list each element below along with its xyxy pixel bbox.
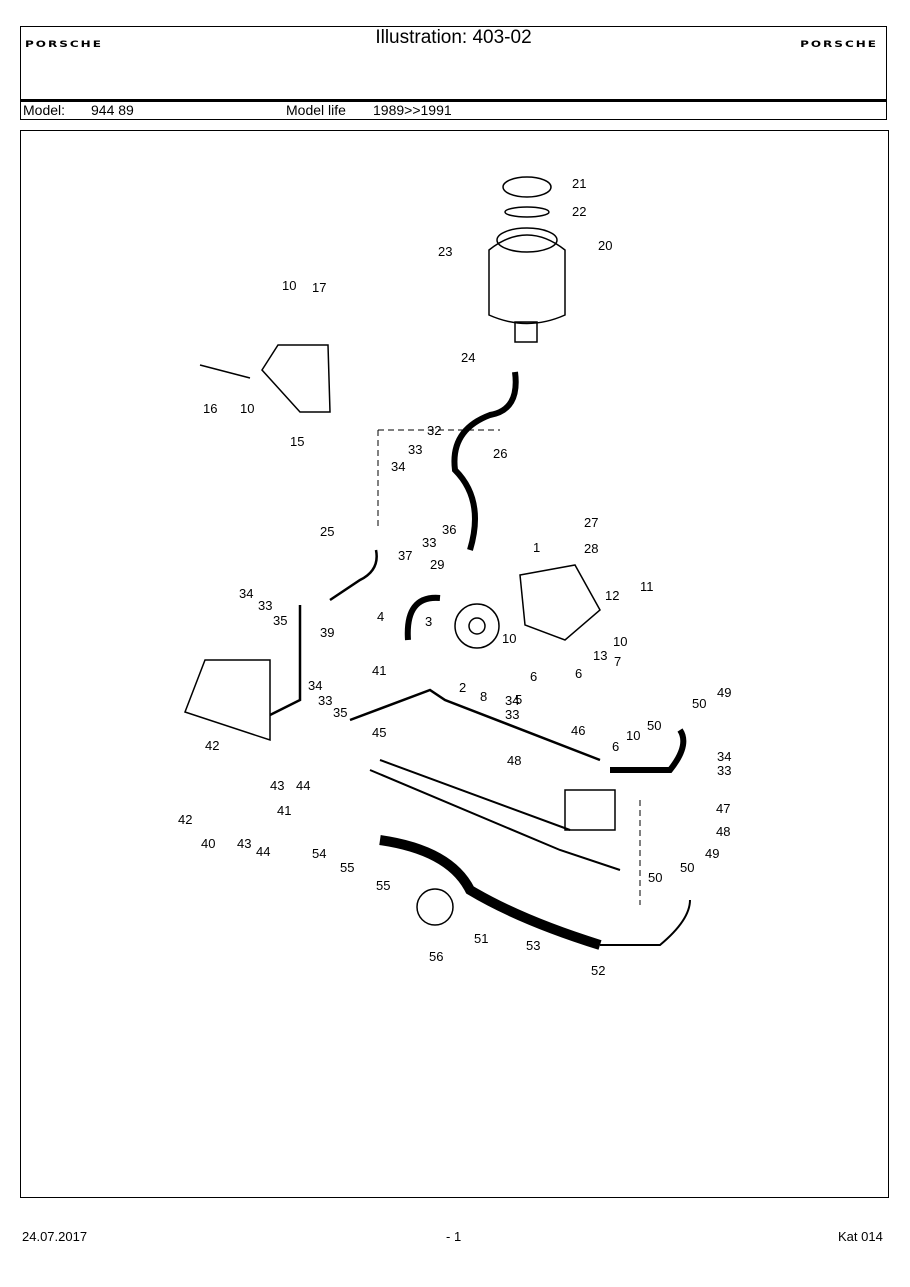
- callout-33: 33: [318, 693, 332, 708]
- callout-24: 24: [461, 350, 475, 365]
- callout-32: 32: [427, 423, 441, 438]
- diagram-linework: [184, 176, 691, 950]
- callout-56: 56: [429, 949, 443, 964]
- callout-49: 49: [717, 685, 731, 700]
- callout-10: 10: [613, 634, 627, 649]
- callout-17: 17: [312, 280, 326, 295]
- callout-34: 34: [717, 749, 731, 764]
- callout-5: 5: [515, 692, 522, 707]
- callout-27: 27: [584, 515, 598, 530]
- footer-date: 24.07.2017: [22, 1229, 88, 1244]
- callout-34: 34: [308, 678, 322, 693]
- callout-50: 50: [692, 696, 706, 711]
- callout-42: 42: [178, 812, 192, 827]
- model-label: Model:: [23, 102, 66, 118]
- callout-46: 46: [571, 723, 585, 738]
- callout-6: 6: [612, 739, 619, 754]
- callout-43: 43: [237, 836, 251, 851]
- header-box: PORSCHE Illustration: 403-02 PORSCHE Mod…: [20, 26, 887, 120]
- callout-23: 23: [438, 244, 452, 259]
- callout-33: 33: [422, 535, 436, 550]
- callout-34: 34: [505, 693, 519, 708]
- callout-21: 21: [572, 176, 586, 191]
- callout-55: 55: [376, 878, 390, 893]
- callout-50: 50: [648, 870, 662, 885]
- callout-2: 2: [459, 680, 466, 695]
- illustration-title: Illustration: 403-02: [375, 27, 532, 48]
- callout-43: 43: [270, 778, 284, 793]
- callout-35: 35: [273, 613, 287, 628]
- callout-50: 50: [647, 718, 661, 733]
- callout-29: 29: [430, 557, 444, 572]
- callout-42: 42: [205, 738, 219, 753]
- callout-33: 33: [258, 598, 272, 613]
- callout-10: 10: [282, 278, 296, 293]
- callout-7: 7: [614, 654, 621, 669]
- callout-55: 55: [340, 860, 354, 875]
- callout-48: 48: [507, 753, 521, 768]
- callout-22: 22: [572, 204, 586, 219]
- callout-41: 41: [277, 803, 291, 818]
- callout-26: 26: [493, 446, 507, 461]
- callout-4: 4: [377, 609, 384, 624]
- callout-15: 15: [290, 434, 304, 449]
- callout-25: 25: [320, 524, 334, 539]
- callout-52: 52: [591, 963, 605, 978]
- callout-33: 33: [505, 707, 519, 722]
- callout-10: 10: [626, 728, 640, 743]
- callout-33: 33: [408, 442, 422, 457]
- header-rule: [21, 99, 886, 102]
- model-life-label: Model life: [286, 102, 346, 118]
- model-life-value: 1989>>1991: [373, 102, 452, 118]
- callout-20: 20: [598, 238, 612, 253]
- porsche-logo-right: PORSCHE: [800, 38, 878, 50]
- callout-39: 39: [320, 625, 334, 640]
- callout-33: 33: [717, 763, 731, 778]
- callout-40: 40: [201, 836, 215, 851]
- callout-44: 44: [256, 844, 270, 859]
- callout-6: 6: [575, 666, 582, 681]
- callout-36: 36: [442, 522, 456, 537]
- callout-11: 11: [640, 579, 654, 594]
- callout-47: 47: [716, 801, 730, 816]
- callout-13: 13: [593, 648, 607, 663]
- callout-53: 53: [526, 938, 540, 953]
- callout-34: 34: [239, 586, 253, 601]
- callout-28: 28: [584, 541, 598, 556]
- callout-8: 8: [480, 689, 487, 704]
- callout-6: 6: [530, 669, 537, 684]
- illustration-frame: [20, 130, 889, 1198]
- callout-3: 3: [425, 614, 432, 629]
- callout-49: 49: [705, 846, 719, 861]
- callout-48: 48: [716, 824, 730, 839]
- footer-catalog: Kat 014: [838, 1229, 883, 1244]
- callout-45: 45: [372, 725, 386, 740]
- callout-12: 12: [605, 588, 619, 603]
- footer-page: - 1: [446, 1229, 462, 1244]
- callout-16: 16: [203, 401, 217, 416]
- model-row: Model: 944 89 Model life 1989>>1991: [21, 101, 886, 119]
- callout-35: 35: [333, 705, 347, 720]
- callout-50: 50: [680, 860, 694, 875]
- callout-10: 10: [502, 631, 516, 646]
- callout-37: 37: [398, 548, 412, 563]
- callout-44: 44: [296, 778, 310, 793]
- callout-51: 51: [474, 931, 488, 946]
- porsche-logo-left: PORSCHE: [25, 38, 103, 50]
- model-value: 944 89: [91, 102, 134, 118]
- callout-41: 41: [372, 663, 386, 678]
- callout-10: 10: [240, 401, 254, 416]
- callout-54: 54: [312, 846, 326, 861]
- callout-1: 1: [533, 540, 540, 555]
- callout-34: 34: [391, 459, 405, 474]
